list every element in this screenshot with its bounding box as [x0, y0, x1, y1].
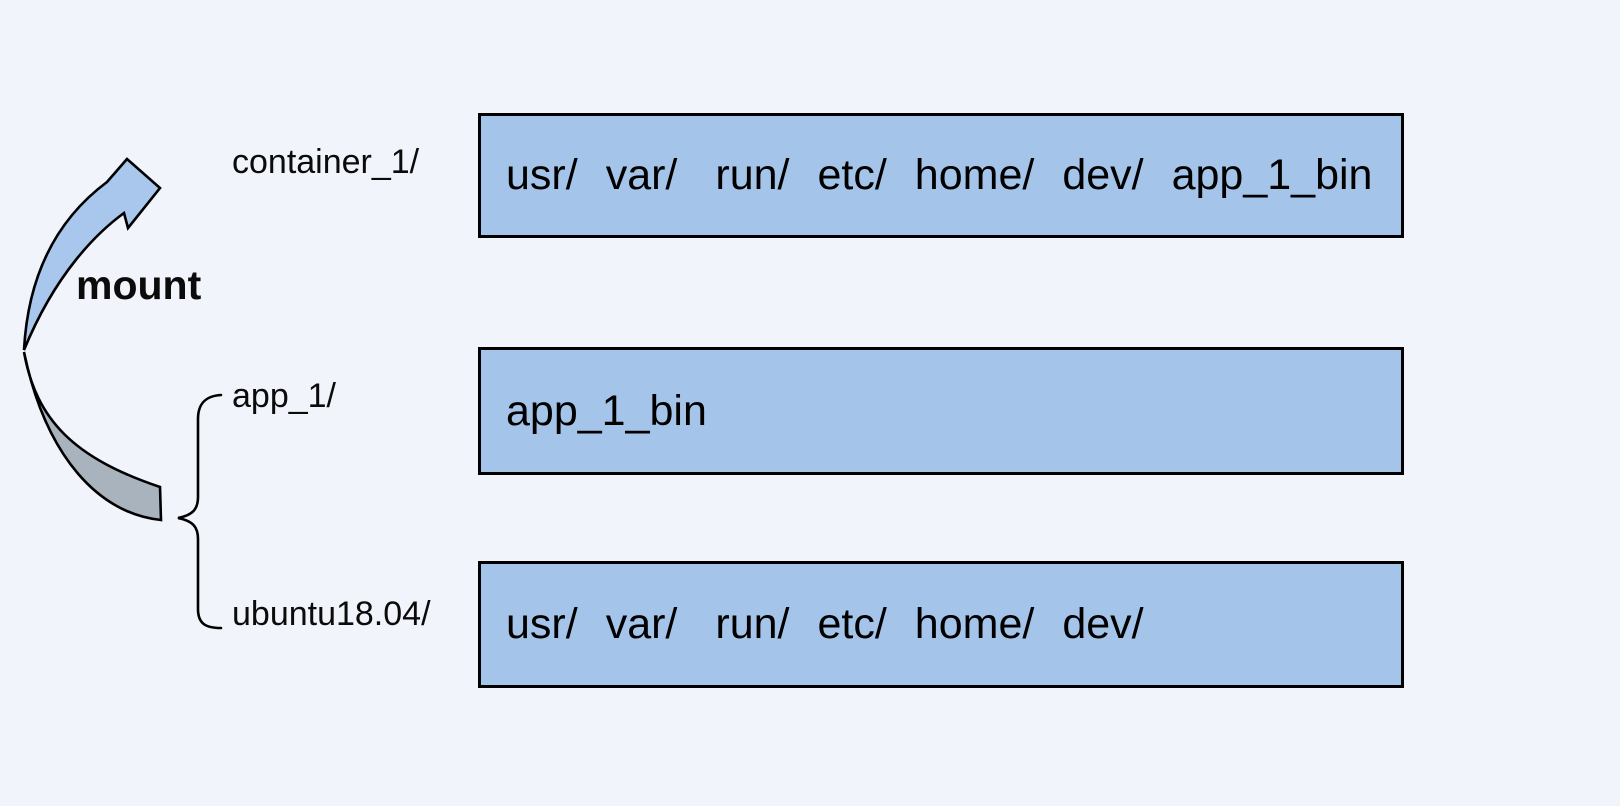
- directory-entry: run/: [715, 151, 790, 199]
- directory-entry: run/: [715, 600, 790, 648]
- directory-entry: usr/: [506, 151, 578, 199]
- directory-entry: var/: [605, 151, 678, 199]
- directory-entry: home/: [914, 151, 1035, 199]
- directory-entry: home/: [914, 600, 1035, 648]
- directory-entry: app_1_bin: [506, 386, 707, 435]
- filesystem-box-app-1: app_1_bin: [478, 347, 1404, 475]
- directory-entry: etc/: [817, 151, 887, 199]
- directory-list-app-1: app_1_bin: [481, 387, 707, 436]
- directory-entry: usr/: [506, 600, 578, 648]
- mount-arrow-icon: [22, 157, 162, 351]
- directory-entry: dev/: [1062, 600, 1144, 648]
- curly-brace-icon: [177, 393, 223, 630]
- label-ubuntu18-04: ubuntu18.04/: [232, 595, 431, 633]
- directory-entry: app_1_bin: [1171, 151, 1373, 199]
- label-app-1: app_1/: [232, 377, 336, 415]
- directory-list-container-1: usr/var/run/etc/home/dev/app_1_bin: [481, 151, 1372, 200]
- mount-arrow-tail-icon: [22, 351, 163, 522]
- filesystem-box-ubuntu18-04: usr/var/run/etc/home/dev/: [478, 561, 1404, 688]
- directory-list-ubuntu18-04: usr/var/run/etc/home/dev/: [481, 600, 1144, 649]
- directory-entry: etc/: [817, 600, 887, 648]
- filesystem-box-container-1: usr/var/run/etc/home/dev/app_1_bin: [478, 113, 1404, 238]
- directory-entry: var/: [605, 600, 678, 648]
- directory-entry: dev/: [1062, 151, 1144, 199]
- label-container-1: container_1/: [232, 143, 420, 181]
- mount-label: mount: [76, 262, 202, 308]
